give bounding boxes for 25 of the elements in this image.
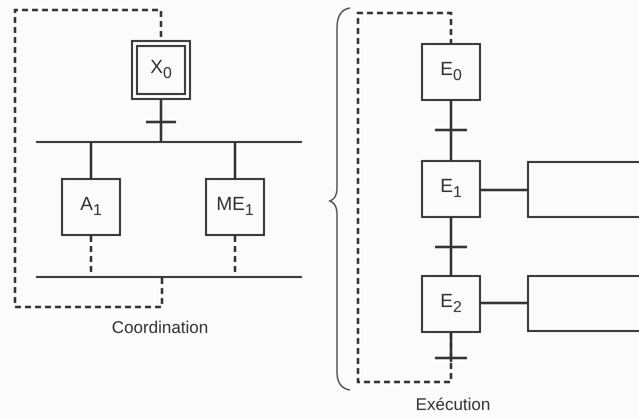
step-label: X$_{0}$ (150, 58, 172, 82)
step-box (421, 275, 481, 333)
action-box (527, 275, 639, 332)
connector-line (450, 218, 452, 275)
step-label: A$_{1}$ (80, 195, 102, 219)
connector-line (90, 143, 92, 178)
step-label: E$_{2}$ (440, 292, 462, 316)
connector-line (160, 100, 162, 141)
step-label: E$_{0}$ (440, 60, 462, 84)
step-label: ME$_{1}$ (216, 195, 254, 219)
connector-line (481, 302, 527, 304)
step-box (61, 178, 121, 236)
connector-line (14, 8, 164, 308)
group-caption: Exécution (416, 395, 490, 415)
initial-step-box (131, 40, 191, 100)
group-caption: Coordination (112, 318, 208, 338)
step-box (421, 160, 481, 218)
step-box (205, 178, 265, 236)
action-box (527, 161, 639, 218)
connector-line (234, 143, 236, 178)
connector-line (481, 188, 527, 192)
step-label: E$_{1}$ (440, 177, 462, 201)
step-box (421, 43, 481, 101)
connector-line (356, 12, 452, 384)
connector-line (450, 101, 452, 160)
